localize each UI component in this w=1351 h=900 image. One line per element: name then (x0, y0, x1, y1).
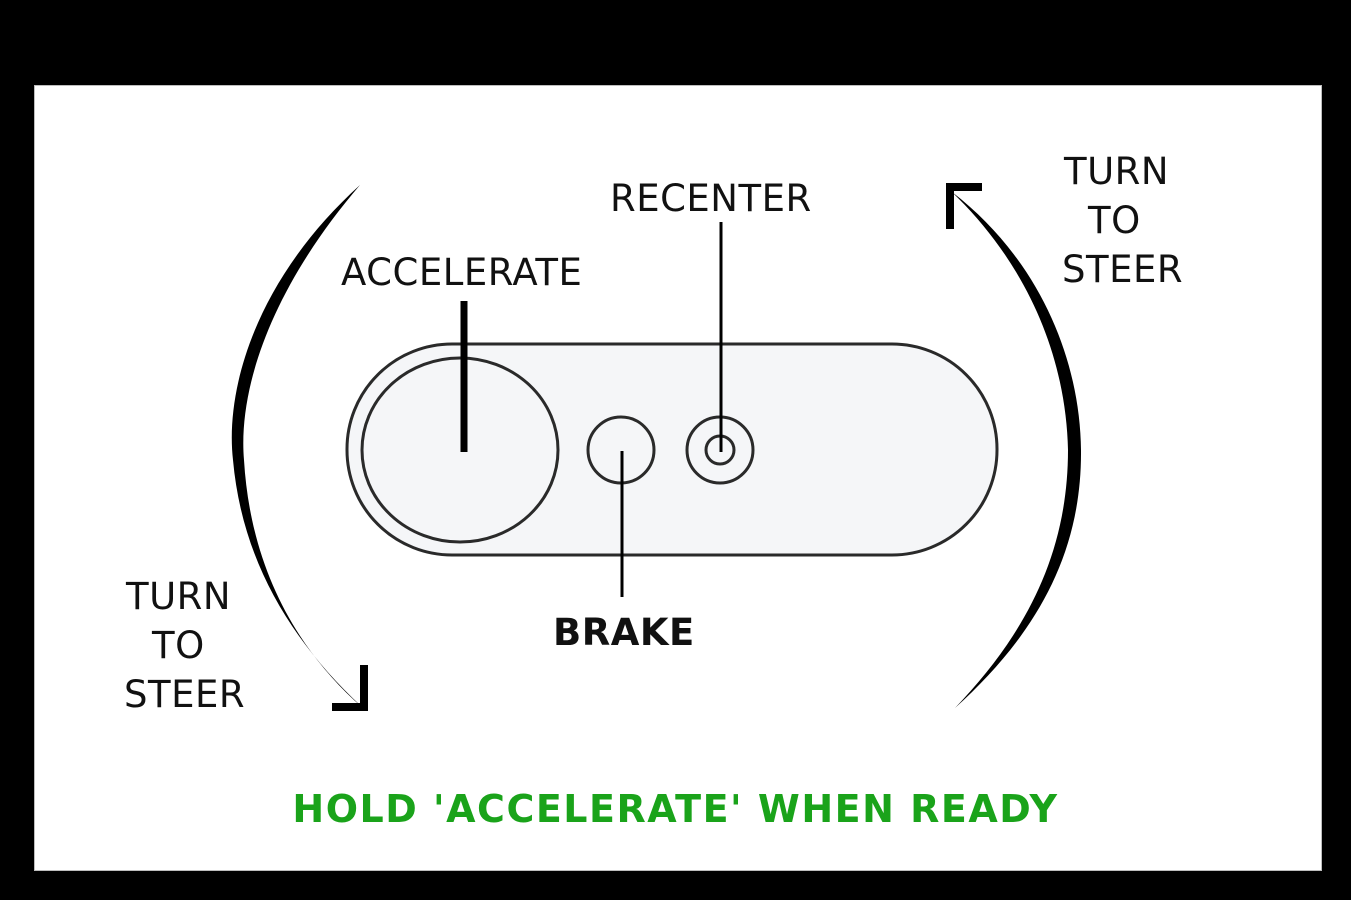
right-steer-arc (952, 192, 1082, 708)
accelerate-label: ACCELERATE (341, 251, 583, 294)
recenter-label: RECENTER (610, 177, 812, 220)
steer-right-label: TURN TO STEER (1062, 147, 1194, 294)
ready-prompt: HOLD 'ACCELERATE' WHEN READY (292, 787, 1059, 831)
steer-left-line-3: STEER (124, 673, 246, 716)
steer-left-line-1: TURN (126, 575, 232, 618)
accelerate-button[interactable] (360, 356, 560, 544)
left-arrowhead (332, 665, 368, 711)
right-arrowhead (946, 183, 982, 229)
left-steer-arc (231, 185, 362, 707)
rotate-clockwise-arrow-icon (946, 183, 1082, 708)
steer-left-label: TURN TO STEER (124, 572, 256, 719)
brake-label: BRAKE (553, 611, 695, 654)
rotate-counterclockwise-arrow-icon (231, 185, 368, 711)
steer-right-line-3: STEER (1062, 248, 1184, 291)
steer-right-line-2: TO (1088, 199, 1141, 242)
steer-left-line-2: TO (152, 624, 205, 667)
steer-right-line-1: TURN (1064, 150, 1170, 193)
